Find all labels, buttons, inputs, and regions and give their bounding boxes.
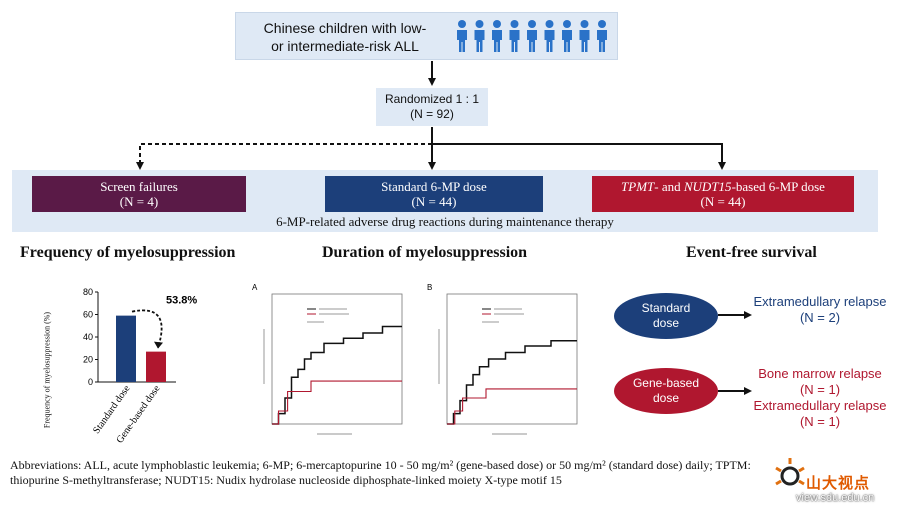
bar-annotation-label: 53.8%	[166, 294, 197, 306]
efs-gene-ellipse: Gene-based dose	[614, 368, 718, 414]
km-curve	[272, 325, 402, 425]
screen-line2: (N = 4)	[119, 194, 159, 209]
bar	[146, 351, 166, 382]
screen-line1: Screen failures	[100, 179, 178, 194]
gene-mid: - and	[654, 179, 684, 194]
efs-gene-outcome1: Bone marrow relapse	[758, 366, 882, 381]
efs-arrows	[718, 311, 752, 395]
bar	[116, 315, 136, 382]
person-icon	[562, 20, 572, 52]
efs-gene-outcome2: (N = 1)	[799, 382, 841, 397]
person-icon	[474, 20, 485, 52]
watermark-logo: 山大视点 view.sdu.edu.cn	[772, 456, 900, 509]
gene-line2: (N = 44)	[700, 194, 746, 209]
person-icon	[509, 20, 520, 52]
section-title-efs: Event-free survival	[686, 244, 817, 261]
sun-logo-icon	[775, 458, 805, 486]
efs-standard-line1: Standard	[641, 301, 691, 315]
person-icon	[579, 20, 590, 52]
person-icon	[457, 20, 467, 52]
km-frame	[271, 293, 403, 425]
screen-failures-box: Screen failures (N = 4)	[32, 176, 246, 212]
efs-gene-line1: Gene-based	[632, 376, 700, 390]
watermark-url: view.sdu.edu.cn	[796, 492, 875, 504]
person-icon	[597, 20, 607, 52]
bar-annotation-arrowhead	[154, 341, 163, 349]
flow-arrows	[136, 61, 726, 170]
randomized-line1: Randomized 1 : 1	[384, 92, 480, 106]
efs-gene-outcome3: Extramedullary relapse	[753, 398, 887, 413]
people-icon	[457, 20, 607, 52]
gene-based-dose-box: TPMT- and NUDT15-based 6-MP dose (N = 44…	[592, 176, 854, 212]
population-text: Chinese children with low- or intermedia…	[240, 19, 450, 55]
standard-line2: (N = 44)	[411, 194, 457, 209]
bar-tick-label: 60	[83, 310, 93, 320]
efs-gene-outcome4: (N = 1)	[799, 414, 841, 429]
band-caption: 6-MP-related adverse drug reactions duri…	[276, 214, 614, 229]
person-icon	[527, 20, 537, 52]
randomized-box: Randomized 1 : 1 (N = 92)	[376, 88, 488, 126]
population-line2: or intermediate-risk ALL	[271, 38, 419, 54]
km-panel-b: B	[427, 283, 578, 435]
watermark-brand: 山大视点	[806, 475, 871, 492]
gene-nudt15: NUDT15	[683, 179, 732, 194]
gene-suffix: -based 6-MP dose	[731, 179, 825, 194]
standard-line1: Standard 6-MP dose	[381, 179, 487, 194]
person-icon	[544, 20, 555, 52]
km-curve	[272, 380, 402, 425]
efs-standard-outcome: Extramedullary relapse (N = 2)	[745, 294, 895, 326]
standard-dose-box: Standard 6-MP dose (N = 44)	[325, 176, 543, 212]
efs-gene-outcome: Bone marrow relapse (N = 1) Extramedulla…	[745, 366, 895, 430]
bar-tick-label: 0	[88, 377, 93, 387]
km-panel-label: B	[427, 283, 432, 292]
section-title-frequency: Frequency of myelosuppression	[20, 244, 236, 261]
section-title-duration: Duration of myelosuppression	[322, 244, 528, 261]
randomized-line2: (N = 92)	[410, 107, 454, 121]
km-panel-label: A	[252, 283, 258, 292]
km-curve	[447, 388, 577, 425]
bar-tick-label: 20	[83, 355, 93, 365]
km-frame	[446, 293, 578, 425]
population-box: Chinese children with low- or intermedia…	[235, 12, 618, 60]
gene-tpmt: TPMT	[621, 179, 655, 194]
abbreviations-footer: Abbreviations: ALL, acute lymphoblastic …	[10, 458, 900, 488]
gene-line1: TPMT- and NUDT15-based 6-MP dose	[621, 179, 825, 194]
km-curve	[447, 340, 577, 425]
efs-standard-outcome2: (N = 2)	[799, 310, 841, 325]
population-line1: Chinese children with low-	[263, 20, 427, 36]
bar-tick-label: 40	[83, 332, 93, 342]
bar-annotation-arrow	[131, 309, 163, 348]
footer-line2: thiopurine S-methyltransferase; NUDT15: …	[10, 473, 562, 487]
arrow-to-screen	[136, 143, 432, 170]
arrow-to-gene	[432, 143, 726, 170]
km-panel-a: A	[252, 283, 403, 435]
efs-standard-ellipse: Standard dose	[614, 293, 718, 339]
efs-gene-line2: dose	[652, 391, 680, 405]
efs-standard-line2: dose	[652, 316, 680, 330]
efs-standard-outcome1: Extramedullary relapse	[753, 294, 887, 309]
footer-line1: Abbreviations: ALL, acute lymphoblastic …	[10, 458, 751, 472]
person-icon	[492, 20, 502, 52]
bar-tick-label: 80	[83, 287, 93, 297]
